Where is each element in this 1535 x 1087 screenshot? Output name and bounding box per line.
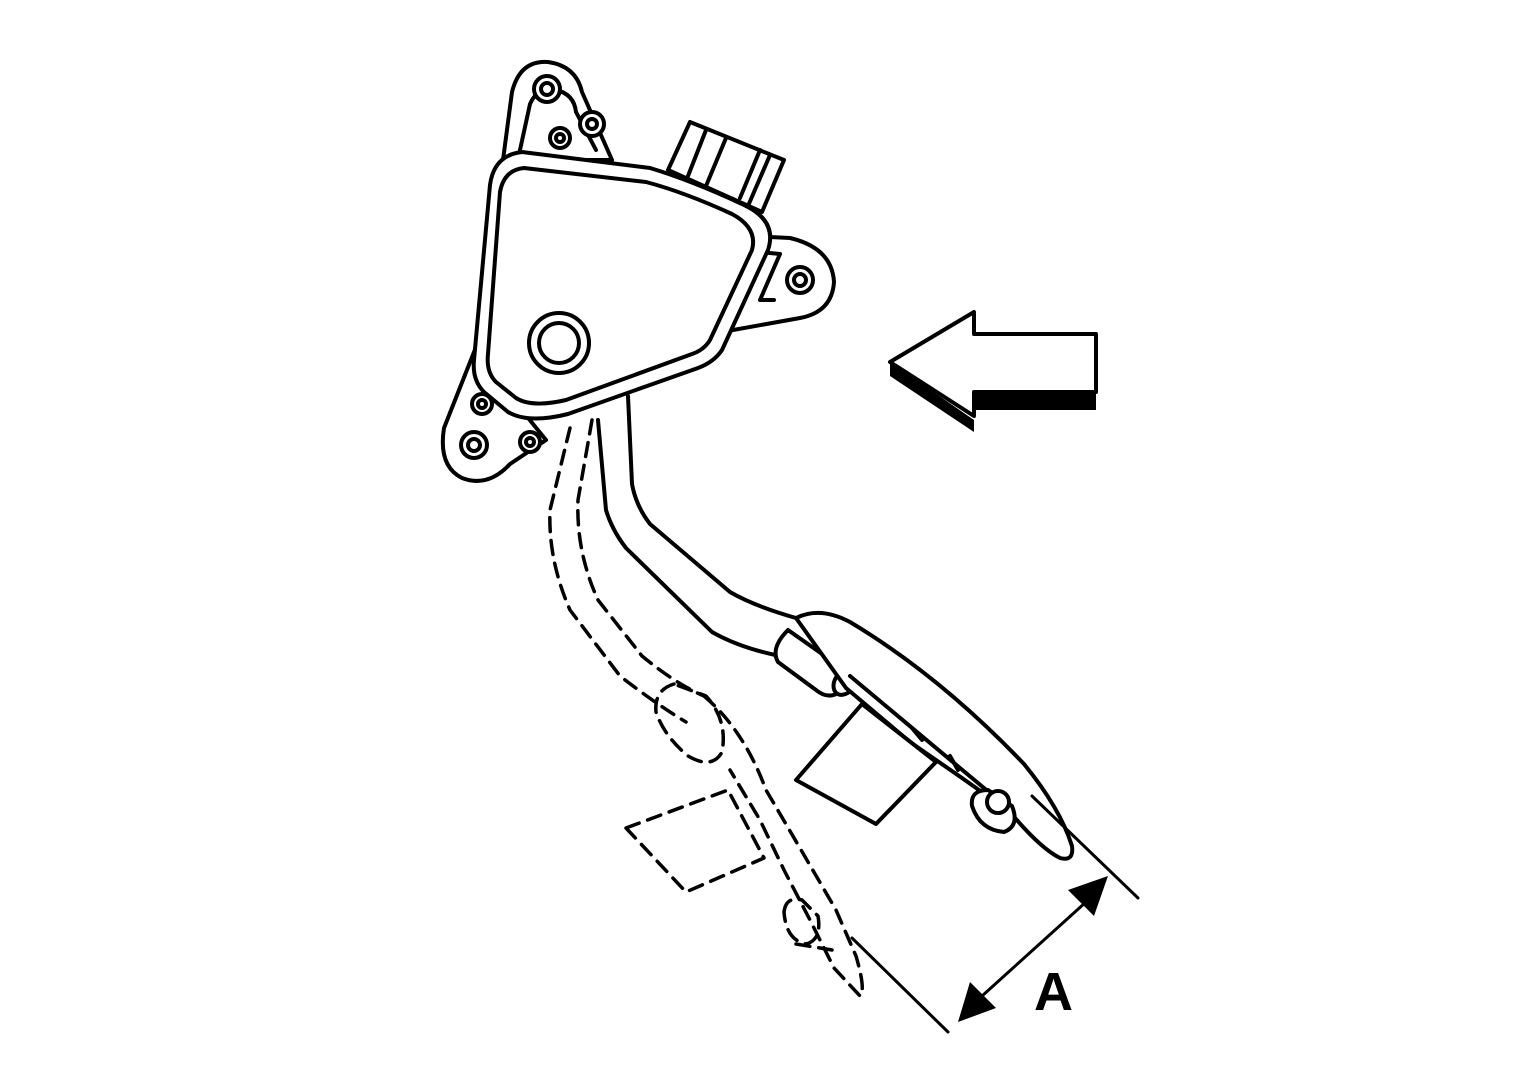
right-ear-inner-rib	[758, 250, 782, 302]
bottom-bolt-hole	[459, 430, 489, 460]
dimension-extension-upper	[1030, 794, 1140, 900]
dimension-label: A	[1034, 962, 1073, 1022]
depressed-arm-right-edge	[576, 418, 706, 698]
left-arrow-icon	[888, 310, 1098, 432]
depressed-collar	[654, 682, 725, 764]
depressed-pad	[702, 694, 864, 998]
pedal-arm-depressed	[548, 418, 864, 998]
depressed-stop-block	[624, 788, 766, 894]
pedal-arm-right-edge	[626, 394, 798, 620]
pad-pivot-pin	[985, 789, 1011, 815]
right-bolt-hole	[785, 265, 815, 295]
bottom-pivot-bolt	[518, 430, 542, 454]
housing-body-inner	[485, 166, 755, 406]
pedal-stop-block	[794, 702, 938, 826]
depressed-heel	[782, 897, 821, 946]
dimension-arrowhead-lower	[958, 982, 996, 1022]
dimension-a: A	[850, 794, 1140, 1034]
pedal-arm-released	[596, 394, 1075, 861]
top-bolt-hole	[532, 74, 562, 104]
pivot-boss-inner	[537, 321, 581, 365]
upper-pivot-bolt	[578, 110, 606, 138]
pedal-arm-left-edge	[596, 418, 782, 658]
dimension-line	[980, 900, 1088, 998]
arrow-shadow	[890, 362, 974, 432]
pedal-housing	[440, 59, 836, 483]
arrow-shadow-shaft	[974, 392, 1096, 410]
upper-small-bolt	[548, 126, 572, 150]
arrow-body	[888, 310, 1098, 418]
dimension-extension-lower	[850, 936, 950, 1034]
depressed-arm-left-edge	[548, 426, 688, 724]
dimension-arrowhead-upper	[1068, 876, 1108, 916]
bottom-small-bolt	[470, 392, 494, 416]
